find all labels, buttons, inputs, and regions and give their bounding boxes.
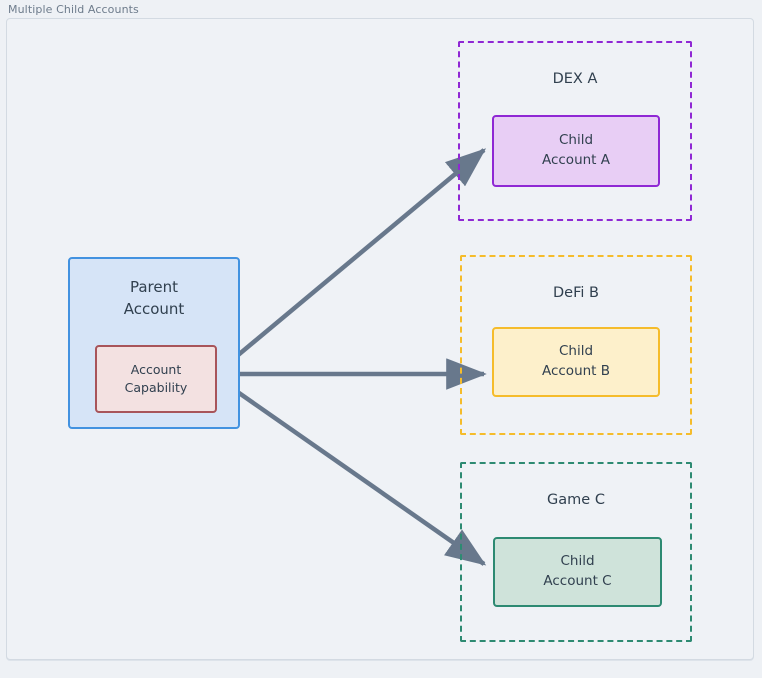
parent-account-node[interactable]: Parent Account Account Capability <box>68 257 240 429</box>
child-account-c-label-line2: Account C <box>543 573 612 589</box>
child-account-c-node[interactable]: Child Account C <box>493 537 662 607</box>
child-account-a-label-line2: Account A <box>541 152 611 168</box>
group-game-c-title: Game C <box>547 492 605 508</box>
group-dex-a-title: DEX A <box>552 71 598 87</box>
child-account-b-label-line2: Account B <box>541 363 611 379</box>
parent-account-label: Parent Account <box>124 277 185 321</box>
account-capability-label-line1: Account <box>130 361 182 377</box>
account-capability-label-line2: Capability <box>124 380 188 395</box>
group-game-c[interactable]: Game C <box>460 462 692 642</box>
group-defi-b-title: DeFi B <box>553 285 599 301</box>
child-account-b-node[interactable]: Child Account B <box>492 327 660 397</box>
diagram-frame-title: Multiple Child Accounts <box>8 3 139 16</box>
child-account-a-label-line1: Child <box>558 132 594 149</box>
child-account-b-label-line1: Child <box>558 343 594 360</box>
child-account-c-label-line1: Child <box>560 553 595 570</box>
group-dex-a[interactable]: DEX A <box>458 41 692 221</box>
parent-account-label-line1: Parent <box>129 278 178 296</box>
group-defi-b[interactable]: DeFi B <box>460 255 692 435</box>
account-capability-node[interactable]: Account Capability <box>95 345 217 413</box>
parent-account-label-line2: Account <box>123 299 185 318</box>
child-account-a-node[interactable]: Child Account A <box>492 115 660 187</box>
